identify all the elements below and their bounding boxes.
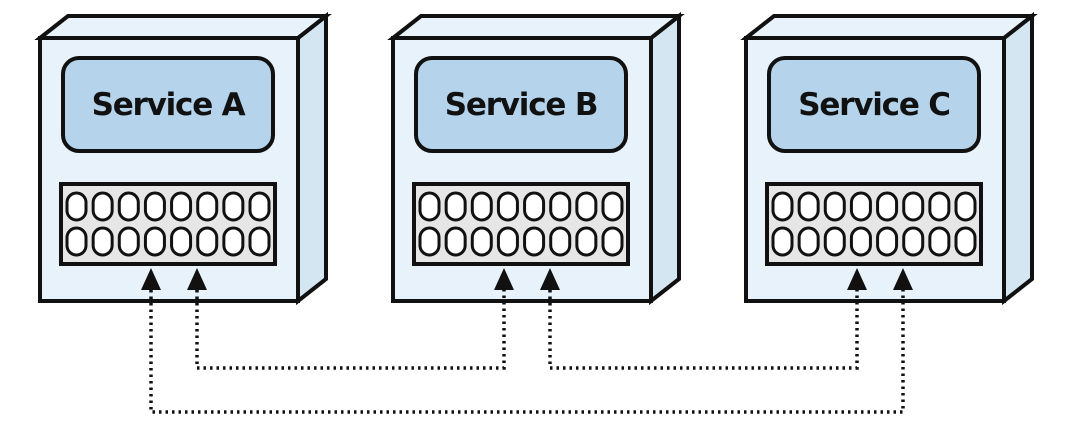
service-a-port-panel — [59, 182, 277, 266]
service-c-node: Service C — [740, 11, 1038, 306]
service-a-box-side — [296, 11, 328, 306]
port-slot — [575, 191, 598, 222]
port-slot — [418, 226, 441, 257]
port-slot — [954, 191, 977, 222]
connection-line — [548, 290, 859, 370]
connection-a-b — [187, 268, 514, 370]
port-slot — [444, 191, 467, 222]
port-slot — [65, 226, 88, 257]
port-panel-frame — [59, 182, 277, 266]
port-slot — [496, 226, 519, 257]
port-slot — [954, 226, 977, 257]
service-c-box-top — [740, 14, 1038, 40]
port-slot — [65, 191, 88, 222]
port-slot — [523, 191, 546, 222]
service-b-label: Service B — [445, 87, 598, 123]
port-slot — [797, 191, 820, 222]
port-slot — [143, 191, 166, 222]
arrow-head — [540, 268, 560, 290]
port-slot — [248, 191, 271, 222]
service-b-port-panel — [412, 182, 630, 266]
port-slot — [470, 226, 493, 257]
connection-b-c — [540, 268, 867, 370]
port-slot — [549, 226, 572, 257]
services: Service A Service B Service C — [34, 11, 1038, 306]
port-slot — [117, 226, 140, 257]
service-b-node: Service B — [387, 11, 685, 306]
port-slot — [117, 191, 140, 222]
port-slot — [170, 191, 193, 222]
service-c-label-box — [767, 56, 981, 153]
port-slot — [902, 226, 925, 257]
connection-line — [149, 290, 905, 414]
connection-a-c — [141, 268, 913, 414]
service-b-box-side — [649, 11, 681, 306]
arrow-head — [187, 268, 207, 290]
port-slot — [523, 226, 546, 257]
port-slot — [196, 226, 219, 257]
service-b-label-box — [414, 56, 628, 153]
port-slot — [849, 226, 872, 257]
port-slot — [170, 226, 193, 257]
port-slot — [823, 226, 846, 257]
port-slot — [771, 226, 794, 257]
port-slot — [823, 191, 846, 222]
port-slot — [928, 191, 951, 222]
port-slot — [222, 226, 245, 257]
service-a-node: Service A — [34, 11, 332, 306]
port-slot — [143, 226, 166, 257]
port-slot — [196, 191, 219, 222]
port-slot — [444, 226, 467, 257]
port-slot — [876, 226, 899, 257]
port-slot — [876, 191, 899, 222]
port-slot — [496, 191, 519, 222]
arrow-head — [847, 268, 867, 290]
service-c-box-side — [1002, 11, 1034, 306]
service-c-port-panel — [765, 182, 983, 266]
port-slot — [222, 191, 245, 222]
port-slot — [470, 191, 493, 222]
port-panel-frame — [765, 182, 983, 266]
port-slot — [771, 191, 794, 222]
arrow-head — [494, 268, 514, 290]
service-b-box-top — [387, 14, 685, 40]
connection-line — [195, 290, 506, 370]
service-a-label: Service A — [92, 87, 246, 123]
service-a-label-box — [61, 56, 275, 153]
service-c-label: Service C — [798, 87, 950, 123]
port-slot — [902, 191, 925, 222]
port-slot — [91, 226, 114, 257]
port-slot — [601, 226, 624, 257]
service-a-box-top — [34, 14, 332, 40]
port-slot — [797, 226, 820, 257]
port-slot — [91, 191, 114, 222]
port-slot — [549, 191, 572, 222]
port-slot — [575, 226, 598, 257]
port-slot — [849, 191, 872, 222]
port-panel-frame — [412, 182, 630, 266]
arrow-head — [893, 268, 913, 290]
port-slot — [601, 191, 624, 222]
port-slot — [418, 191, 441, 222]
connections — [141, 268, 913, 414]
port-slot — [928, 226, 951, 257]
arrow-head — [141, 268, 161, 290]
port-slot — [248, 226, 271, 257]
